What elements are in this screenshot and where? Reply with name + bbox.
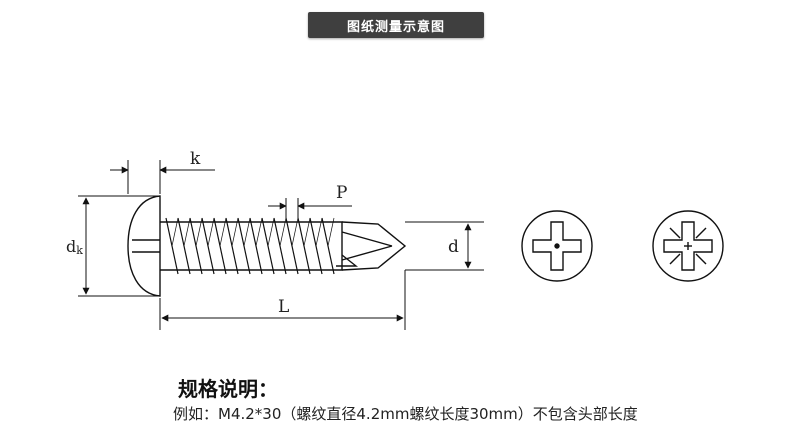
thread-back-line: [315, 217, 323, 247]
dim-label-k: k: [190, 149, 201, 169]
thread-back-line: [243, 217, 251, 247]
thread-back-line: [279, 217, 287, 247]
thread-back-line: [255, 217, 263, 247]
thread-lines: [165, 217, 335, 275]
head-top-view-pozidriv: [652, 210, 724, 282]
thread-back-line: [207, 217, 215, 247]
thread-back-line: [195, 217, 203, 247]
dim-label-dk: dk: [66, 237, 83, 257]
thread-back-line: [267, 217, 275, 247]
thread-back-line: [171, 217, 179, 247]
dim-label-p: P: [336, 183, 347, 203]
spec-example-text: 例如：M4.2*30（螺纹直径4.2mm螺纹长度30mm）不包含头部长度: [173, 405, 638, 423]
dim-label-dk-sub: k: [76, 244, 83, 257]
thread-back-line: [327, 217, 335, 247]
diagram-title-banner: 图纸测量示意图: [308, 12, 484, 38]
dim-label-dk-main: d: [66, 237, 76, 256]
drill-flute-line: [341, 245, 393, 261]
screw-head-outline: [127, 195, 161, 297]
thread-back-line: [231, 217, 239, 247]
thread-back-line: [183, 217, 191, 247]
dim-label-l: L: [278, 297, 289, 317]
diagram-title: 图纸测量示意图: [346, 19, 445, 35]
thread-back-line: [303, 217, 311, 247]
drill-point-outline: [341, 221, 407, 271]
spec-title: 规格说明：: [178, 377, 278, 401]
thread-back-line: [219, 217, 227, 247]
drill-flute-line: [341, 231, 393, 247]
screw-side-view: [127, 195, 407, 297]
dimension-lines: [78, 160, 484, 330]
head-top-view-phillips: [521, 210, 593, 282]
thread-back-line: [291, 217, 299, 247]
drill-flute-notch: [336, 254, 359, 267]
dim-label-d: d: [448, 237, 459, 257]
